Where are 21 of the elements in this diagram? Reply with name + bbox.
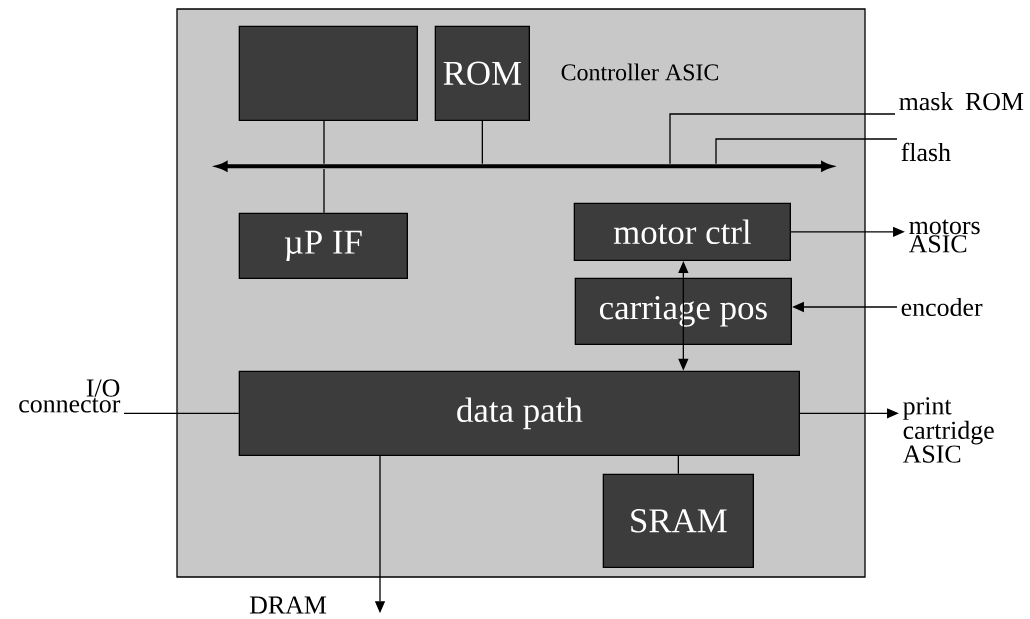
function-block: data path — [238, 370, 800, 456]
function-block: SRAM — [602, 473, 754, 568]
port-label: DRAM — [249, 596, 327, 614]
port-label: encoder — [901, 297, 983, 317]
connector-line — [481, 120, 483, 165]
connector-line — [123, 412, 240, 414]
connector-line — [715, 138, 898, 165]
port-label: flash — [901, 142, 951, 162]
connector-line — [323, 120, 325, 165]
port-label: mask ROM — [899, 92, 1024, 111]
port-label: I/O connector — [19, 379, 121, 413]
connector-line — [669, 113, 896, 165]
port-label: motors ASIC — [908, 219, 980, 253]
port-label: print cartridge ASIC — [902, 397, 994, 463]
function-block: µP IF — [238, 212, 408, 279]
function-block — [238, 25, 418, 121]
function-block: carriage pos — [574, 277, 792, 345]
function-block: motor ctrl — [573, 202, 791, 261]
connector-line — [677, 455, 679, 475]
connector-line — [323, 168, 325, 214]
function-block: ROM — [434, 25, 530, 121]
